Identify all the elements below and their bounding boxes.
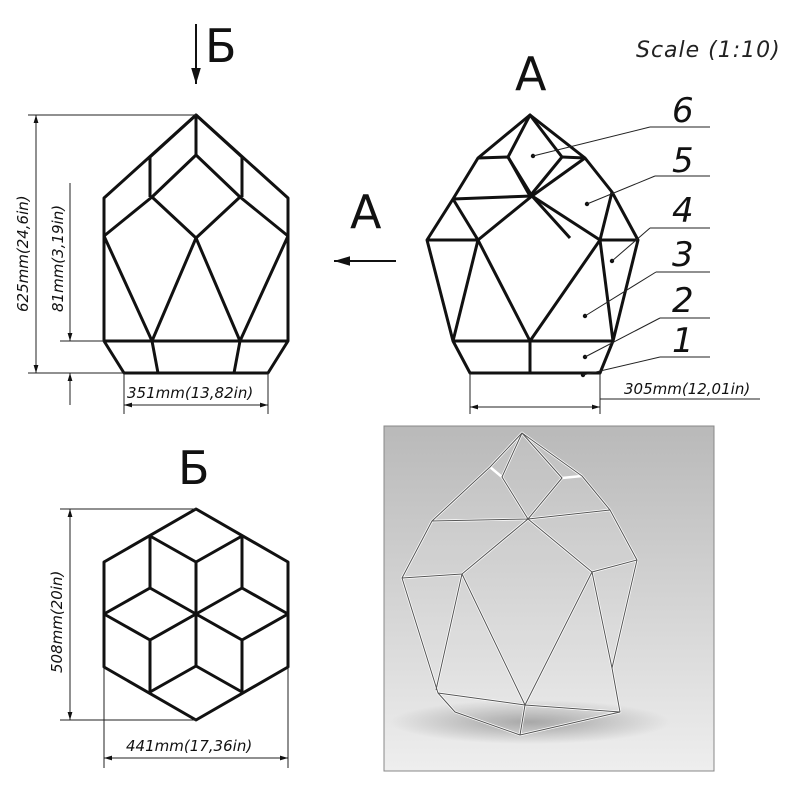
top-rhombus-lower — [103, 612, 289, 694]
front-upper-faces — [148, 113, 244, 197]
callout-3: 3 — [672, 235, 694, 275]
top-rhombus-upper — [149, 534, 243, 614]
side-pentagon-top — [477, 191, 638, 242]
top-dim-width-text: 441mm(17,36in) — [126, 737, 252, 755]
callout-leaders — [530, 126, 710, 378]
callout-6: 6 — [672, 91, 694, 131]
front-top-rhombus — [150, 115, 242, 240]
front-shoulder-lines — [103, 195, 289, 238]
side-base-band — [453, 339, 613, 373]
front-base-band — [104, 339, 288, 374]
callout-5: 5 — [672, 141, 694, 181]
side-outline — [425, 113, 640, 375]
direction-arrow-a: A — [334, 185, 396, 266]
direction-arrow-a-label: A — [350, 185, 382, 239]
glass-terrarium-edges — [401, 432, 638, 736]
side-pentagon-body — [451, 239, 615, 343]
dim-height-text: 625mm(24,6in) — [14, 195, 32, 312]
callout-4: 4 — [672, 191, 694, 231]
side-dim-width-text: 305mm(12,01in) — [624, 380, 750, 398]
dim-base-height-text: 81mm(3,19in) — [49, 205, 67, 312]
top-dim-height-text: 508mm(20in) — [48, 571, 66, 673]
side-view-title: A — [515, 47, 547, 101]
front-view: Б 625mm(24,6in) 81mm(3,19in) 351mm(13,82… — [14, 19, 290, 414]
front-pentagon-lines — [102, 235, 290, 343]
top-view: Б 508mm(20in) 441mm(17,36in) — [48, 441, 290, 768]
top-star-spokes — [149, 586, 243, 666]
scale-label: Scale (1:10) — [636, 38, 781, 63]
callout-2: 2 — [672, 281, 694, 321]
dim-width-text: 351mm(13,82in) — [127, 384, 253, 402]
side-view: A 6 — [425, 47, 760, 414]
render-panel — [383, 425, 715, 772]
callout-1: 1 — [672, 321, 694, 361]
top-view-title: Б — [178, 441, 210, 495]
view-arrow-b-label: Б — [205, 19, 237, 73]
front-outline — [102, 113, 290, 375]
